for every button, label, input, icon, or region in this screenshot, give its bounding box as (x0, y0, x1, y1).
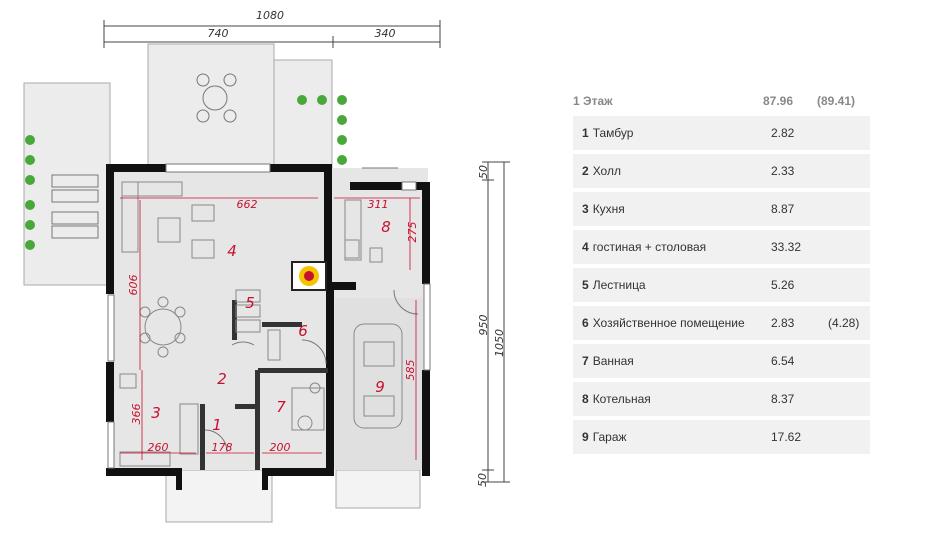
room-label-5: 5 (245, 294, 255, 312)
dim-right-bottom: 50 (476, 473, 489, 487)
dim-top-right: 340 (375, 27, 396, 40)
room-number: 9 (582, 430, 589, 444)
room-label-9: 9 (375, 378, 385, 396)
room-number: 6 (582, 316, 589, 330)
floor-title: 1 Этаж (573, 94, 613, 108)
room-area: 2.33 (771, 164, 795, 178)
interior-walls (200, 300, 328, 470)
room-name: Лестница (592, 278, 646, 292)
room-number: 4 (582, 240, 589, 254)
room-name: гостиная + столовая (592, 240, 707, 254)
dim-right-mid: 950 (477, 315, 490, 336)
floor-header-row: 1 Этаж 87.96 (89.41) (573, 92, 870, 112)
garage-floor (335, 298, 423, 470)
room-label-1: 1 (212, 416, 222, 434)
dim-275: 275 (406, 222, 419, 243)
entrance-porch (165, 469, 273, 523)
room-name: Хозяйственное помещение (592, 316, 745, 330)
room-number: 8 (582, 392, 589, 406)
sun-lounger-icons (51, 174, 99, 239)
terrace-top-right (273, 59, 333, 176)
room-name: Котельная (592, 392, 651, 406)
floor-number: 1 (573, 94, 580, 108)
room-area: 2.82 (771, 126, 795, 140)
top-dimension-lines (103, 20, 441, 48)
dim-366: 366 (130, 404, 143, 425)
dim-260: 260 (148, 441, 169, 454)
floor-area-total: (89.41) (817, 94, 856, 108)
room-label-2: 2 (217, 370, 227, 388)
terrace-left (23, 82, 111, 286)
room-label-3: 3 (151, 404, 161, 422)
room-label-7: 7 (276, 398, 286, 416)
dim-662: 662 (237, 198, 258, 211)
floor-name: Этаж (583, 94, 613, 108)
dim-178: 178 (212, 441, 233, 454)
garage-apron (335, 469, 421, 509)
room-area: 17.62 (771, 430, 802, 444)
dim-585: 585 (404, 360, 417, 381)
dim-top-left: 740 (208, 27, 229, 40)
room-area: 8.37 (771, 392, 795, 406)
windows (107, 163, 431, 469)
room-name: Кухня (592, 202, 625, 216)
room-area: 6.54 (771, 354, 795, 368)
floor-area: 87.96 (763, 94, 794, 108)
dim-right-total: 1050 (493, 329, 506, 357)
room-area: 2.83 (771, 316, 795, 330)
terrace-table-icon (196, 73, 237, 123)
dim-top-total: 1080 (256, 9, 284, 22)
room-number: 2 (582, 164, 589, 178)
room-label-4: 4 (227, 242, 237, 260)
room-number: 3 (582, 202, 589, 216)
room-area: 33.32 (771, 240, 802, 254)
dim-606: 606 (127, 275, 140, 296)
room-number: 5 (582, 278, 589, 292)
dim-311: 311 (368, 198, 389, 211)
right-dimension-lines (482, 161, 510, 483)
room-name: Гараж (592, 430, 627, 444)
plant-icons (25, 95, 347, 250)
floor-plan: 1080 740 340 50 950 1050 50 662 311 275 … (23, 9, 510, 523)
room-number: 7 (582, 354, 589, 368)
room-area-extra: (4.28) (828, 316, 860, 330)
dim-right-top: 50 (477, 165, 490, 179)
room-name: Холл (592, 164, 621, 178)
room-label-8: 8 (381, 218, 391, 236)
room-name: Тамбур (592, 126, 634, 140)
dim-200: 200 (270, 441, 291, 454)
exterior-walls (106, 164, 430, 490)
room-number: 1 (582, 126, 589, 140)
furniture (119, 181, 403, 467)
room-dimension-lines (120, 197, 420, 460)
room-name: Ванная (592, 354, 634, 368)
room-area: 5.26 (771, 278, 795, 292)
room-label-6: 6 (298, 322, 308, 340)
fireplace-icon (291, 261, 327, 291)
room-area: 8.87 (771, 202, 795, 216)
